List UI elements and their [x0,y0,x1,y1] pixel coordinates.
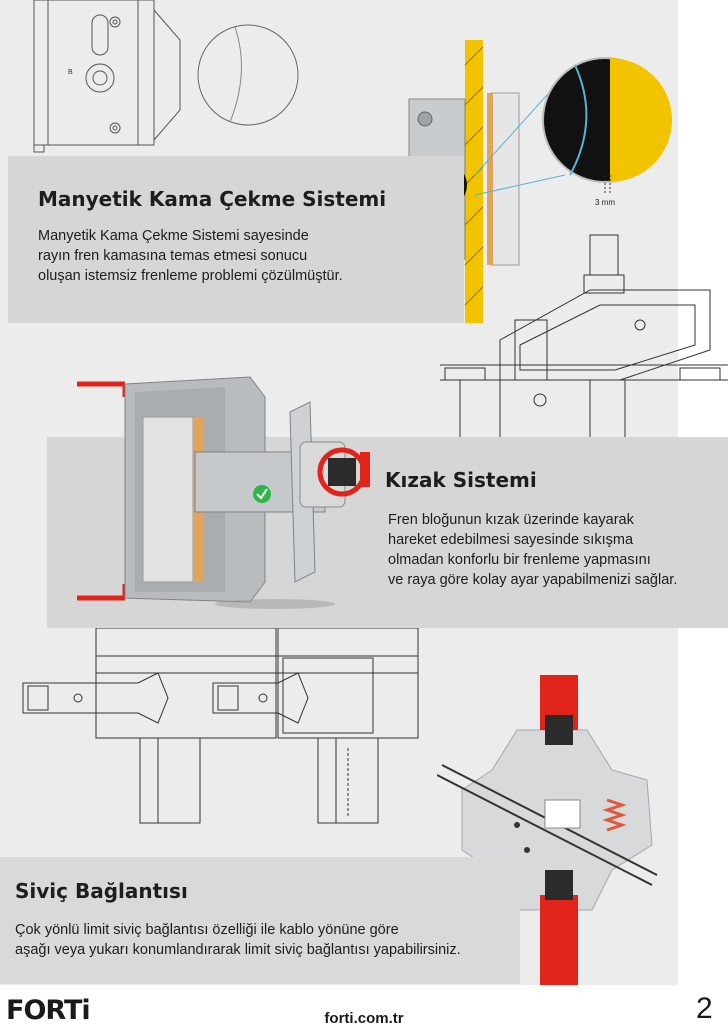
section-title: Manyetik Kama Çekme Sistemi [38,187,387,211]
section-panel-magnetic: Manyetik Kama Çekme Sistemi Manyetik Kam… [8,156,464,323]
brand-logo: FORTi [6,995,91,1026]
section-body: Fren bloğunun kızak üzerinde kayarak har… [388,512,678,588]
assembly-line-drawing [22,628,419,824]
detail-circle-drawing [197,24,299,126]
website-url[interactable]: forti.com.tr [324,1010,404,1027]
section-title: Kızak Sistemi [385,468,537,492]
technical-drawing-top: B [33,0,181,153]
section-body: Çok yönlü limit siviç bağlantısı özelliğ… [15,922,461,958]
section-title: Siviç Bağlantısı [15,879,188,903]
slider-system-illustration [77,376,370,609]
detail-letter: B [68,69,73,76]
section-panel-switch: Siviç Bağlantısı Çok yönlü limit siviç b… [0,857,520,984]
page-number: 2 [696,992,713,1025]
section-body: Manyetik Kama Çekme Sistemi sayesinde ra… [38,228,343,284]
mechanism-line-drawing [440,234,728,440]
dimension-label: 3 mm [595,198,615,207]
